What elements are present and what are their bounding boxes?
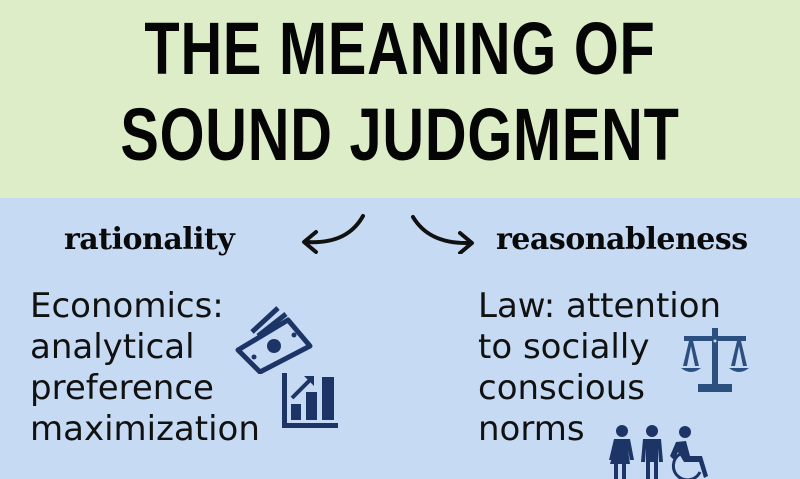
description-line: analytical	[30, 327, 195, 367]
title-banner: THE MEANING OF SOUND JUDGMENT	[0, 0, 800, 198]
bar-chart-growth-icon	[282, 373, 338, 428]
description-line: conscious	[478, 368, 645, 408]
title-line-1: THE MEANING OF	[144, 7, 656, 90]
curved-arrow-right-icon	[411, 215, 474, 254]
description-line: Law: attention	[478, 286, 722, 326]
description-line: preference	[30, 368, 214, 408]
rationality-description: Economics: analytical preference maximiz…	[30, 286, 260, 450]
term-rationality: rationality	[64, 222, 235, 257]
description-line: to socially	[478, 327, 650, 367]
scales-of-justice-icon	[681, 328, 749, 392]
description-line: maximization	[30, 409, 260, 449]
description-line: norms	[478, 409, 585, 449]
content-area	[0, 198, 800, 479]
term-reasonableness: reasonableness	[496, 222, 748, 257]
title-line-2: SOUND JUDGMENT	[120, 93, 680, 176]
curved-arrow-left-icon	[302, 214, 365, 254]
money-bills-icon	[235, 306, 313, 374]
people-diversity-icon	[609, 425, 708, 479]
description-line: Economics:	[30, 286, 224, 326]
reasonableness-description: Law: attention to socially conscious nor…	[478, 286, 721, 450]
